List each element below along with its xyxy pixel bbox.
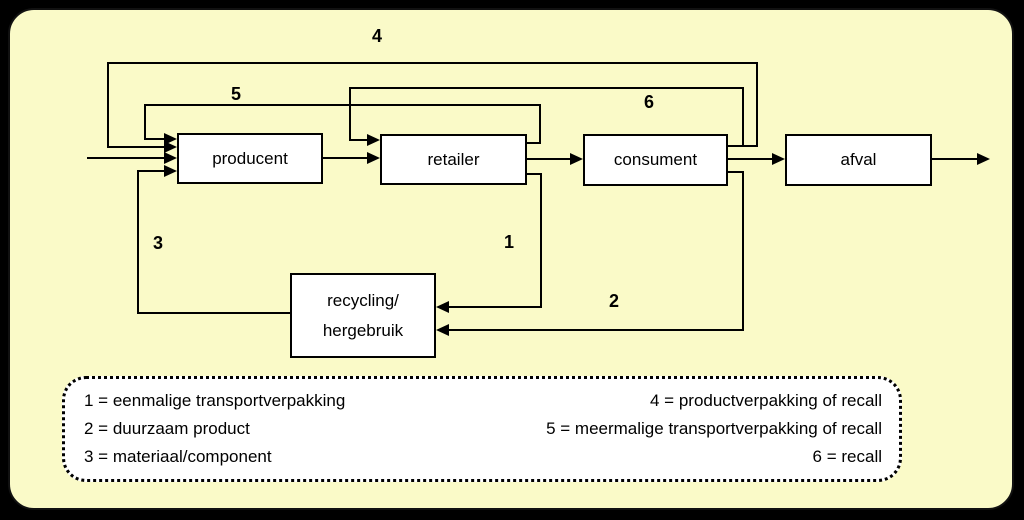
arrowhead-producent-retailer-icon (367, 152, 380, 164)
legend-item-2: 2 = duurzaam product (84, 419, 250, 438)
flow-label-3: 3 (153, 233, 164, 253)
edge-5-right-vertical (539, 105, 541, 144)
edge-3-bottom-horizontal (137, 312, 290, 314)
edge-3-into-producent (137, 170, 165, 172)
edge-6-into-retailer (349, 139, 368, 141)
edge-4-stub-consument (728, 145, 758, 147)
node-retailer-label: retailer (427, 149, 480, 169)
edge-5-left-vertical (144, 105, 146, 139)
arrowhead-input-producent-icon (164, 152, 177, 164)
edge-1-into-recycling (448, 306, 542, 308)
edge-producent-to-retailer (323, 157, 368, 159)
arrowhead-3-producent-icon (164, 165, 177, 177)
arrowhead-5-producent-icon (164, 133, 177, 145)
node-producent-label: producent (212, 148, 288, 168)
arrowhead-afval-output-icon (977, 153, 990, 165)
legend-row-2: 2 = duurzaam product 5 = meermalige tran… (84, 415, 882, 443)
edge-3-vertical (137, 170, 139, 314)
edge-4-left-vertical (107, 63, 109, 148)
edge-6-left-vertical (349, 88, 351, 140)
edge-retailer-to-consument (527, 158, 571, 160)
node-afval: afval (785, 134, 932, 186)
edge-4-top-horizontal (107, 62, 758, 64)
edge-5-into-producent (144, 138, 165, 140)
arrowhead-consument-afval-icon (772, 153, 785, 165)
legend-item-5: 5 = meermalige transportverpakking of re… (546, 419, 882, 438)
edge-1-stub-retailer (527, 173, 542, 175)
flow-label-5: 5 (231, 84, 242, 104)
legend-row-3: 3 = materiaal/component 6 = recall (84, 443, 882, 471)
legend-row-1: 1 = eenmalige transportverpakking 4 = pr… (84, 387, 882, 415)
arrowhead-retailer-consument-icon (570, 153, 583, 165)
edge-1-vertical (540, 173, 542, 308)
flow-label-1: 1 (504, 232, 515, 252)
arrowhead-2-recycling-icon (436, 324, 449, 336)
edge-2-into-recycling (448, 329, 744, 331)
flow-label-2: 2 (609, 291, 620, 311)
node-retailer: retailer (380, 134, 527, 185)
node-consument-label: consument (613, 150, 698, 169)
legend-item-3: 3 = materiaal/component (84, 447, 272, 466)
edge-afval-to-output (932, 158, 978, 160)
legend-item-1: 1 = eenmalige transportverpakking (84, 391, 346, 410)
node-producent: producent (177, 133, 323, 184)
legend-item-4: 4 = productverpakking of recall (650, 391, 882, 410)
node-afval-label: afval (840, 150, 877, 169)
legend-box: 1 = eenmalige transportverpakking 4 = pr… (62, 376, 902, 482)
edge-5-top-horizontal (144, 104, 541, 106)
arrowhead-1-recycling-icon (436, 301, 449, 313)
edge-4-into-producent (107, 146, 165, 148)
edge-consument-to-afval (728, 158, 773, 160)
node-consument: consument (583, 134, 728, 186)
flow-label-6: 6 (644, 92, 655, 112)
edge-2-vertical (742, 171, 744, 331)
edge-6-right-vertical (742, 88, 744, 146)
arrowhead-6-retailer-icon (367, 134, 380, 146)
edge-2-stub-consument (728, 171, 744, 173)
node-recycling-label-line2: hergebruik (322, 320, 404, 340)
legend-item-6: 6 = recall (812, 447, 882, 466)
node-recycling: recycling/ hergebruik (290, 273, 436, 358)
edge-6-top-horizontal (349, 87, 744, 89)
edge-4-right-vertical (756, 63, 758, 147)
edge-input-to-producent (87, 157, 165, 159)
node-recycling-label-line1: recycling/ (327, 290, 399, 310)
edge-5-stub-retailer (527, 142, 541, 144)
flow-label-4: 4 (372, 26, 383, 46)
